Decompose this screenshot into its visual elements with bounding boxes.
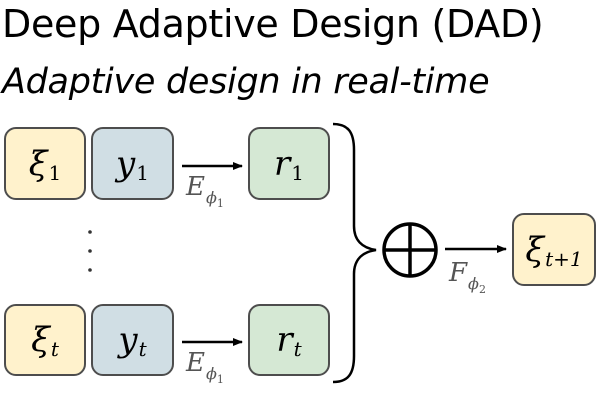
encoder-t-symbol: E bbox=[186, 348, 205, 378]
encoder-label-1: Eϕ1 bbox=[186, 172, 224, 209]
ellipsis-dot-2 bbox=[88, 249, 92, 253]
diagram-title: Deep Adaptive Design (DAD) bbox=[2, 2, 544, 46]
outcome-y-t-symbol: y bbox=[118, 320, 138, 360]
emitter-symbol: F bbox=[449, 258, 468, 288]
design-xi-t-subscript: t bbox=[50, 337, 59, 361]
ellipsis-dot-1 bbox=[88, 230, 92, 234]
outcome-y-t-subscript: t bbox=[138, 337, 147, 361]
encoder-label-t: Eϕ1 bbox=[186, 348, 224, 385]
representation-r-t-subscript: t bbox=[293, 337, 302, 361]
design-xi-1-symbol: ξ bbox=[28, 143, 48, 184]
encoder-1-phi: ϕ1 bbox=[205, 188, 224, 210]
next-design-xi-symbol: ξ bbox=[525, 229, 545, 270]
design-xi-t-symbol: ξ bbox=[31, 320, 50, 360]
representation-r-1-symbol: r bbox=[274, 143, 291, 184]
ellipsis-dot-3 bbox=[88, 268, 92, 272]
emitter-label: Fϕ2 bbox=[449, 258, 486, 295]
representation-r-1-subscript: 1 bbox=[291, 160, 304, 185]
diagram-subtitle: Adaptive design in real-time bbox=[2, 62, 490, 102]
aggregation-brace bbox=[332, 122, 377, 384]
design-xi-1-subscript: 1 bbox=[48, 160, 62, 185]
encoder-t-phi: ϕ1 bbox=[205, 364, 224, 386]
next-design-xi-subscript: t+1 bbox=[545, 246, 583, 271]
outcome-y-1-subscript: 1 bbox=[136, 160, 149, 185]
emitter-phi: ϕ2 bbox=[468, 274, 486, 296]
oplus-aggregation-icon bbox=[382, 222, 438, 278]
outcome-y-1-symbol: y bbox=[116, 143, 136, 184]
encoder-1-symbol: E bbox=[186, 172, 205, 202]
representation-r-t-symbol: r bbox=[276, 320, 293, 360]
